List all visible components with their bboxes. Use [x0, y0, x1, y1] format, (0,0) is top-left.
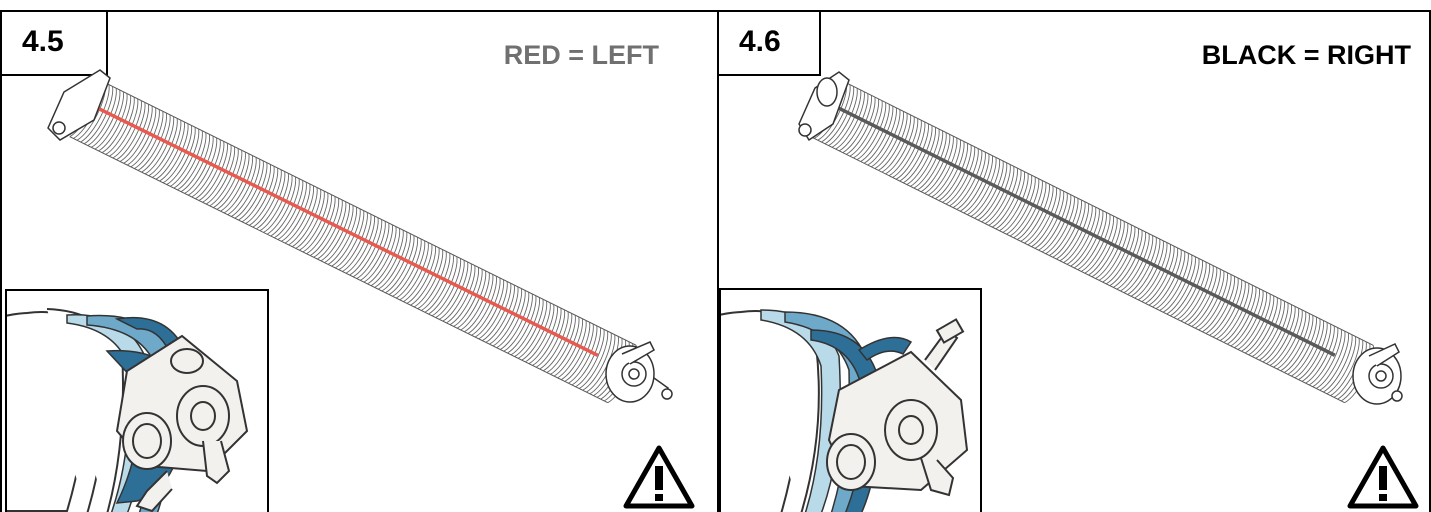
- step-panel-4-5: 4.5 RED = LEFT: [0, 10, 719, 512]
- spring-color-label: BLACK = RIGHT: [1201, 40, 1411, 70]
- winding-cone-detail: [721, 309, 969, 512]
- step-number: 4.5: [0, 10, 108, 76]
- winding-cone-detail: [7, 308, 249, 512]
- step-number: 4.6: [717, 10, 821, 76]
- warning-icon: [1347, 445, 1419, 509]
- torsion-spring-illustration: [47, 69, 673, 404]
- step-panel-4-6: 4.6 BLACK = RIGHT: [717, 10, 1431, 512]
- spring-color-stripe: [834, 104, 1336, 357]
- spring-end-plate: [1352, 343, 1403, 405]
- spring-detail-inset: [719, 288, 982, 512]
- spring-coils: [69, 78, 637, 404]
- spring-color-label: RED = LEFT: [503, 40, 659, 70]
- spring-detail-inset: [5, 289, 269, 512]
- spring-coils: [810, 78, 1374, 404]
- spring-winding-cone: [798, 71, 850, 142]
- spring-color-stripe: [93, 104, 599, 357]
- torsion-spring-illustration: [798, 71, 1403, 405]
- spring-end-plate: [47, 69, 111, 141]
- spring-winding-cone: [605, 341, 673, 403]
- warning-icon: [623, 445, 695, 509]
